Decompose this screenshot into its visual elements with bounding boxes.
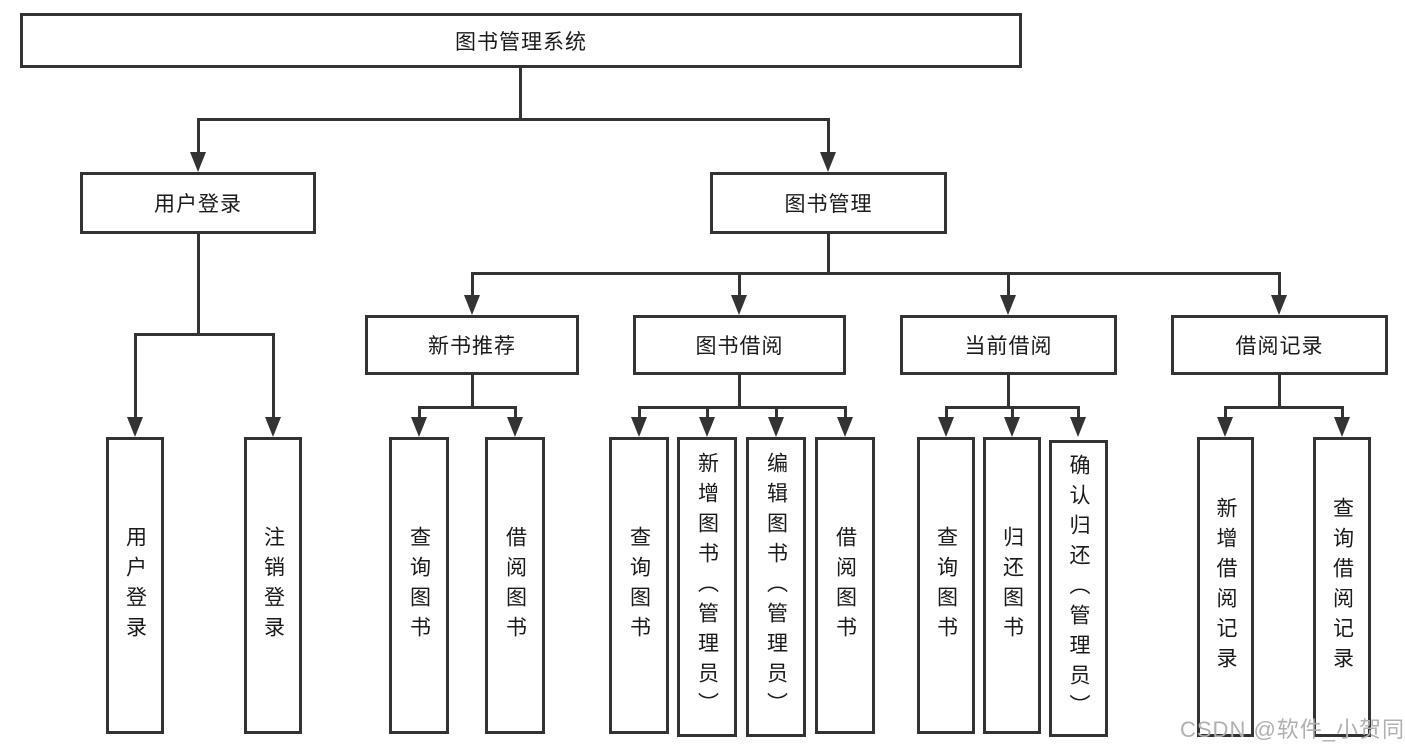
node-borrow-record-label: 借阅记录 — [1235, 335, 1324, 358]
leaf-borrow-borrow: 借阅图书 — [815, 437, 875, 734]
connector-drop — [1340, 406, 1344, 419]
leaf-newbook-borrow: 借阅图书 — [485, 437, 545, 734]
arrow-down-icon — [820, 152, 836, 172]
node-root: 图书管理系统 — [20, 13, 1022, 68]
arrow-down-icon — [768, 417, 784, 437]
connector-drop — [705, 406, 709, 419]
node-book-mgmt-label: 图书管理 — [784, 193, 873, 216]
connector-drop — [843, 406, 847, 419]
connector-drop — [944, 406, 948, 419]
connector-drop — [1223, 406, 1227, 419]
leaf-current-confirm: 确认归还（管理员） — [1049, 440, 1108, 737]
node-book-borrow-label: 图书借阅 — [695, 335, 784, 358]
arrow-down-icon — [464, 295, 480, 315]
leaf-logout-label: 注销登录 — [261, 525, 285, 646]
leaf-newbook-query: 查询图书 — [389, 437, 449, 734]
leaf-current-return-label: 归还图书 — [1000, 525, 1024, 646]
watermark-text: CSDN @软件_小贺同学 — [1180, 717, 1405, 742]
connector-record-stem — [1277, 375, 1281, 409]
leaf-record-query: 查询借阅记录 — [1313, 437, 1371, 737]
connector-drop — [1006, 272, 1010, 299]
connector-drop — [133, 333, 137, 421]
arrow-down-icon — [265, 417, 281, 437]
node-borrow-record: 借阅记录 — [1171, 315, 1388, 375]
leaf-borrow-edit-label: 编辑图书（管理员） — [764, 452, 788, 722]
node-current-borrow-label: 当前借阅 — [964, 335, 1053, 358]
leaf-newbook-borrow-label: 借阅图书 — [503, 525, 527, 646]
leaf-record-add-label: 新增借阅记录 — [1214, 497, 1237, 677]
connector-userlogin-stem — [196, 234, 200, 336]
connector-borrow-hbar — [637, 406, 847, 409]
leaf-user-login: 用户登录 — [106, 437, 164, 734]
arrow-down-icon — [731, 295, 747, 315]
leaf-borrow-add: 新增图书（管理员） — [677, 437, 737, 737]
arrow-down-icon — [699, 417, 715, 437]
connector-drop-book-mgmt — [826, 118, 830, 155]
node-new-book-rec: 新书推荐 — [365, 315, 579, 375]
arrow-down-icon — [127, 417, 143, 437]
arrow-down-icon — [1070, 417, 1086, 437]
connector-bookmgmt-hbar — [470, 272, 1281, 275]
connector-drop — [774, 406, 778, 419]
connector-drop-user-login — [196, 118, 200, 155]
arrow-down-icon — [1217, 417, 1233, 437]
connector-bookmgmt-stem — [826, 234, 830, 275]
arrow-down-icon — [837, 417, 853, 437]
leaf-borrow-query-label: 查询图书 — [627, 525, 651, 646]
node-root-label: 图书管理系统 — [455, 30, 587, 54]
leaf-user-login-label: 用户登录 — [123, 525, 147, 646]
connector-drop — [417, 406, 421, 419]
leaf-borrow-edit: 编辑图书（管理员） — [746, 437, 806, 737]
arrow-down-icon — [1004, 417, 1020, 437]
connector-newbook-stem — [470, 375, 474, 409]
arrow-down-icon — [1000, 295, 1016, 315]
connector-root-stem — [519, 68, 522, 120]
connector-borrow-stem — [737, 375, 741, 409]
leaf-newbook-query-label: 查询图书 — [407, 525, 431, 646]
leaf-current-query: 查询图书 — [917, 437, 975, 734]
leaf-logout: 注销登录 — [244, 437, 302, 734]
node-user-login-label: 用户登录 — [154, 193, 242, 216]
leaf-borrow-add-label: 新增图书（管理员） — [695, 452, 719, 722]
node-book-mgmt: 图书管理 — [710, 172, 947, 234]
arrow-down-icon — [938, 417, 954, 437]
node-user-login: 用户登录 — [80, 172, 316, 234]
connector-newbook-hbar — [417, 406, 517, 409]
connector-drop — [470, 272, 474, 299]
connector-drop — [637, 406, 641, 419]
arrow-down-icon — [631, 417, 647, 437]
connector-drop — [1010, 406, 1014, 419]
connector-current-stem — [1006, 375, 1010, 409]
leaf-record-add: 新增借阅记录 — [1197, 437, 1254, 737]
connector-drop — [271, 333, 275, 421]
leaf-current-return: 归还图书 — [983, 437, 1041, 734]
leaf-current-query-label: 查询图书 — [934, 525, 958, 646]
node-book-borrow: 图书借阅 — [633, 315, 846, 375]
arrow-down-icon — [411, 417, 427, 437]
arrow-down-icon — [1334, 417, 1350, 437]
node-current-borrow: 当前借阅 — [900, 315, 1117, 375]
arrow-down-icon — [190, 152, 206, 172]
leaf-borrow-borrow-label: 借阅图书 — [833, 525, 857, 646]
node-new-book-rec-label: 新书推荐 — [428, 335, 516, 358]
connector-drop — [1076, 406, 1080, 419]
arrow-down-icon — [1271, 295, 1287, 315]
connector-drop — [1277, 272, 1281, 299]
connector-drop — [513, 406, 517, 419]
connector-record-hbar — [1223, 406, 1344, 409]
leaf-record-query-label: 查询借阅记录 — [1330, 497, 1354, 677]
connector-drop — [737, 272, 741, 299]
arrow-down-icon — [507, 417, 523, 437]
leaf-current-confirm-label: 确认归还（管理员） — [1067, 453, 1090, 724]
connector-root-hbar — [196, 118, 830, 121]
leaf-borrow-query: 查询图书 — [609, 437, 669, 734]
connector-userlogin-hbar — [133, 333, 275, 336]
